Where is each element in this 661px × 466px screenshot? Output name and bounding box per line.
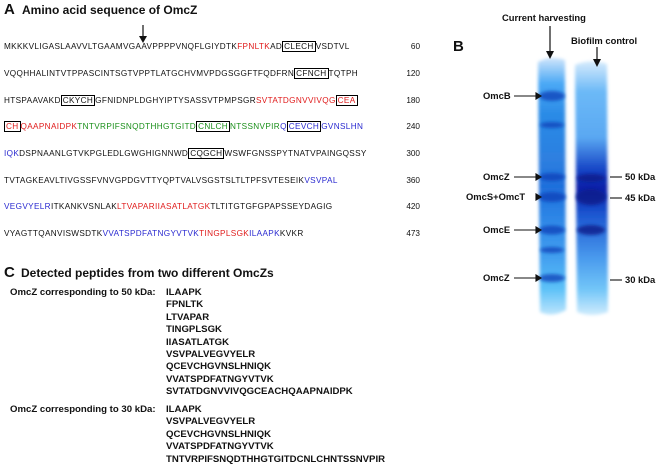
- sequence-line: VEGVYELRITKANKVSNLAKLTVAPARIIASATLATGKTL…: [4, 201, 332, 212]
- sequence-segment: TNTVRPIFSNQDTHHGTGITD: [77, 122, 197, 131]
- sequence-position: 60: [410, 42, 420, 51]
- sequence-segment: ILAAPK: [249, 229, 280, 238]
- peptide-item: VVATSPDFATNGYVTVK: [166, 441, 274, 453]
- group2-heading: OmcZ corresponding to 30 kDa:: [10, 404, 156, 415]
- boxed-heme-motif: CEVCH: [286, 121, 322, 132]
- sequence-segment: GVNSLHN: [321, 122, 364, 131]
- sequence-segment: IQK: [4, 149, 20, 158]
- sequence-segment: WSWFGNSSPYTNATVPAINGQSSY: [224, 149, 367, 158]
- peptide-item: VSVPALVEGVYELR: [166, 349, 256, 360]
- sequence-segment: SVTATDGNVVIVQG: [256, 96, 336, 105]
- group1-heading: OmcZ corresponding to 50 kDa:: [10, 287, 156, 298]
- sequence-segment: MKKKVLIGASLAAVVLTGAAMVGAAVPPPPVNQFLGIYDT…: [4, 42, 238, 51]
- sequence-segment: VYAGTTQANVISWSDTK: [4, 229, 103, 238]
- boxed-heme-motif: CNLCH: [196, 121, 231, 132]
- sequence-segment: Q: [280, 122, 287, 131]
- panel-c-letter: C: [4, 264, 15, 281]
- sequence-line: MKKKVLIGASLAAVVLTGAAMVGAAVPPPPVNQFLGIYDT…: [4, 41, 350, 52]
- band-label-omcz-50: OmcZ: [483, 171, 510, 182]
- sequence-segment: TINGPLSGK: [199, 229, 250, 238]
- sequence-position: 180: [406, 96, 420, 105]
- band-label-omce: OmcE: [483, 224, 511, 235]
- sequence-position: 473: [406, 229, 420, 238]
- sequence-segment: LTVAPARIIASATLATGK: [117, 202, 211, 211]
- sequence-segment: VSVPAL: [304, 176, 338, 185]
- band-label-omcz-30: OmcZ: [483, 272, 510, 283]
- lane1-label: Current harvesting: [502, 12, 586, 23]
- peptide-item: QCEVCHGVNSLHNIQK: [166, 428, 272, 440]
- boxed-heme-motif: CQGCH: [188, 148, 225, 159]
- peptide-item: TINGPLSGK: [166, 324, 222, 336]
- band-label-omcs-omct: OmcS+OmcT: [466, 191, 526, 202]
- sequence-position: 120: [406, 69, 420, 78]
- boxed-heme-motif: CEA: [335, 95, 358, 106]
- sequence-segment: NTSSNVPIR: [230, 122, 281, 131]
- sequence-line: VYAGTTQANVISWSDTKVVATSPDFATNGYVTVKTINGPL…: [4, 228, 304, 239]
- marker-45kda: 45 kDa: [625, 192, 656, 203]
- panel-b-letter: B: [453, 38, 464, 55]
- peptide-item: IIASATLATGK: [166, 336, 230, 348]
- marker-50kda: 50 kDa: [625, 171, 656, 182]
- cleavage-arrow-icon: [139, 25, 147, 43]
- sequence-segment: VEGVYELR: [4, 202, 51, 211]
- peptide-item: LTVAPAR: [166, 311, 210, 323]
- peptide-item: FPNLTK: [166, 299, 204, 311]
- sequence-position: 420: [406, 202, 420, 211]
- sequence-line: TVTAGKEAVLTIVGSSFVNVGPDGVTTYQPTVALVSGSTS…: [4, 175, 338, 186]
- panel-a-letter: A: [4, 1, 15, 18]
- sequence-position: 240: [406, 122, 420, 131]
- peptide-item: SVTATDGNVVIVQGCEACHQAAPNAIDPK: [166, 386, 353, 398]
- boxed-heme-motif: CKYCH: [60, 95, 96, 106]
- peptide-item: ILAAPK: [166, 287, 202, 298]
- panel-c-title: Detected peptides from two different Omc…: [21, 266, 274, 280]
- sequence-segment: KVKR: [279, 229, 304, 238]
- sequence-segment: VSDTVL: [315, 42, 350, 51]
- band-label-omcb: OmcB: [483, 90, 511, 101]
- marker-30kda: 30 kDa: [625, 274, 656, 285]
- peptide-item: QCEVCHGVNSLHNIQK: [166, 361, 272, 373]
- sequence-segment: AD: [270, 42, 283, 51]
- sequence-position: 360: [406, 176, 420, 185]
- panel-a-title: Amino acid sequence of OmcZ: [22, 3, 198, 17]
- sequence-segment: TLTITGTGFGPAPSSEYDAGIG: [210, 202, 333, 211]
- sequence-segment: FPNLTK: [237, 42, 271, 51]
- sequence-segment: QAAPNAIDPK: [20, 122, 78, 131]
- peptide-item: VSVPALVEGVYELR: [166, 416, 256, 428]
- sequence-segment: TVTAGKEAVLTIVGSSFVNVGPDGVTTYQPTVALVSGSTS…: [4, 176, 305, 185]
- peptide-item: VVATSPDFATNGYVTVK: [166, 373, 274, 385]
- peptide-item: ILAAPK: [166, 404, 202, 415]
- lane2-label: Biofilm control: [571, 35, 638, 46]
- boxed-heme-motif: CH: [4, 121, 21, 132]
- sequence-segment: HTSPAAVAKD: [4, 96, 61, 105]
- peptide-item: TNTVRPIFSNQDTHHGTGITDCNLCHNTSSNVPIR: [166, 453, 386, 465]
- sequence-line: VQQHHALINTVTPPASCINTSGTVPPTLATGCHVMVPDGS…: [4, 68, 358, 79]
- sequence-segment: VQQHHALINTVTPPASCINTSGTVPPTLATGCHVMVPDGS…: [4, 69, 295, 78]
- sequence-position: 300: [406, 149, 420, 158]
- sequence-segment: VVATSPDFATNGYVTVK: [102, 229, 200, 238]
- sequence-segment: DSPNAANLGTVKPGLEDLGWGHIGNNWD: [19, 149, 189, 158]
- sequence-segment: ITKANKVSNLAK: [50, 202, 118, 211]
- boxed-heme-motif: CFNCH: [294, 68, 329, 79]
- sequence-segment: TQTPH: [328, 69, 359, 78]
- sequence-segment: GFNIDNPLDGHYIPTYSASSVTPMPSGR: [95, 96, 256, 105]
- boxed-heme-motif: CLECH: [282, 41, 316, 52]
